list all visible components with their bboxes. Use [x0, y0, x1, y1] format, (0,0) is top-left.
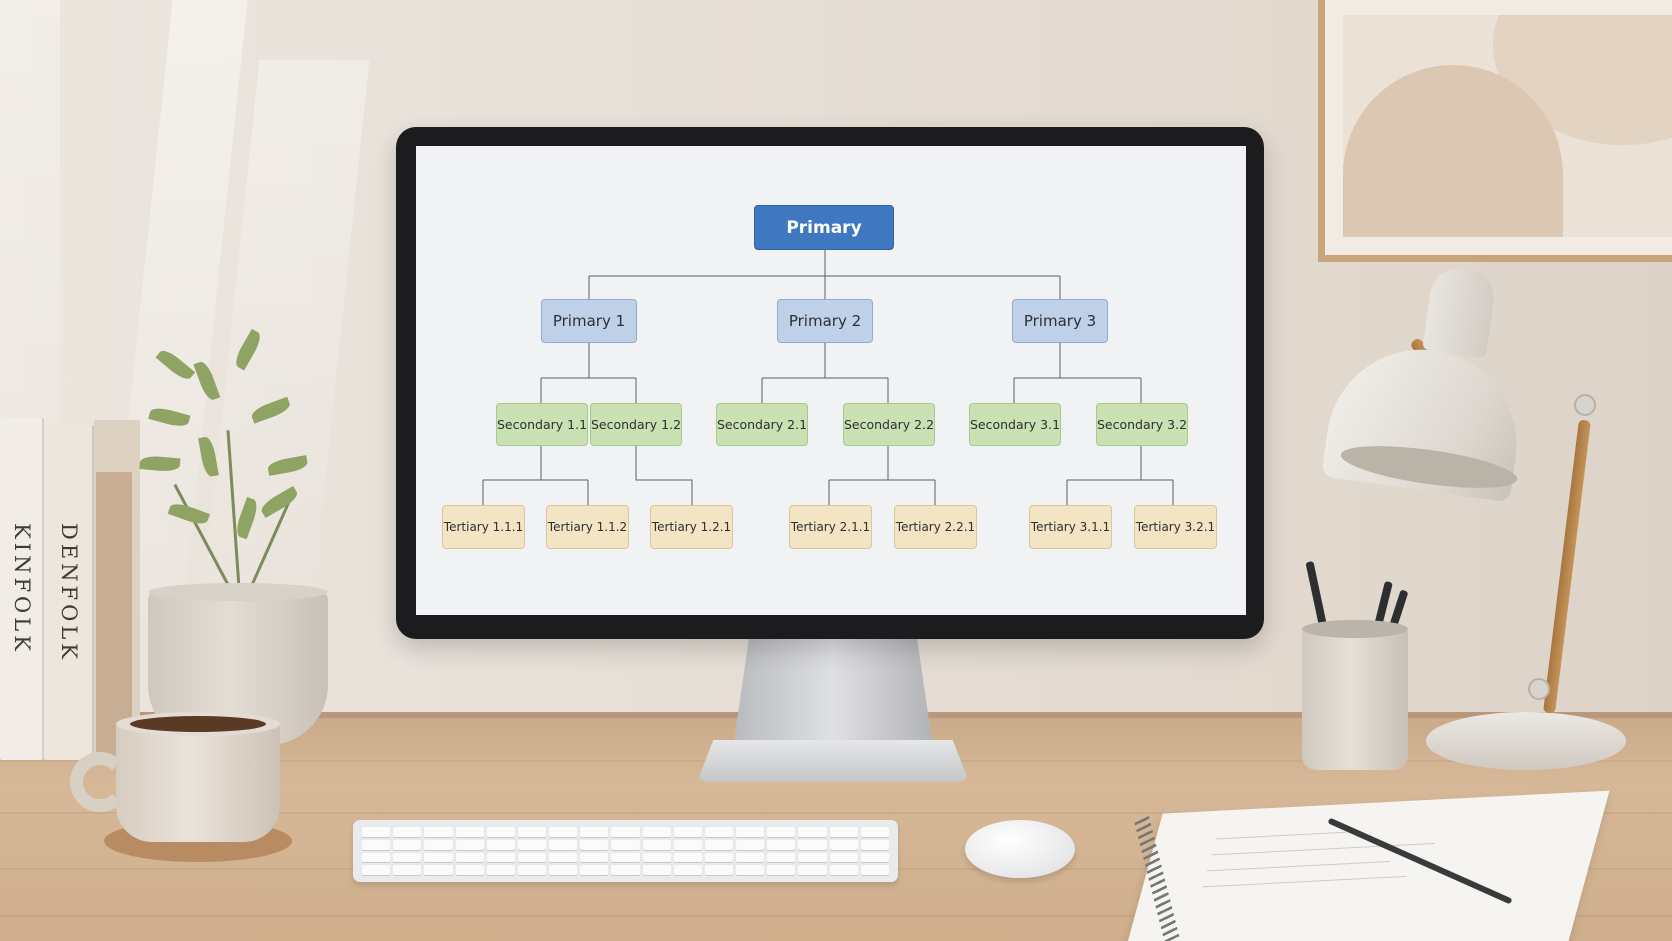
diagram-connectors: [482, 250, 1174, 505]
diagram-node-secondary-2-2[interactable]: Secondary 2.2: [843, 403, 935, 446]
diagram-node-secondary-3-2[interactable]: Secondary 3.2: [1096, 403, 1188, 446]
monitor-stand-base: [697, 740, 969, 782]
diagram-node-tertiary-3-2-1[interactable]: Tertiary 3.2.1: [1134, 505, 1217, 549]
diagram-node-tertiary-3-1-1[interactable]: Tertiary 3.1.1: [1029, 505, 1112, 549]
art-shape: [1343, 65, 1563, 237]
lamp-joint: [1528, 678, 1550, 700]
connector-line: [761, 343, 889, 403]
diagram-node-primary-1[interactable]: Primary 1: [541, 299, 637, 343]
wall-art: [1343, 15, 1672, 237]
diagram-node-root[interactable]: Primary: [754, 205, 894, 250]
book-title: KINFOLK: [10, 523, 34, 655]
diagram-node-primary-3[interactable]: Primary 3: [1012, 299, 1108, 343]
notebook-writing: [1202, 875, 1407, 888]
monitor-screen: Primary Primary 1 Primary 2 Primary 3 Se…: [416, 146, 1246, 615]
connector-line: [635, 446, 693, 505]
notebook-writing: [1215, 831, 1359, 840]
coffee: [130, 716, 266, 732]
coffee-mug: [116, 720, 280, 842]
wood-grain: [0, 915, 1672, 917]
keyboard-keys: [362, 827, 889, 875]
diagram-node-secondary-2-1[interactable]: Secondary 2.1: [716, 403, 808, 446]
connector-line: [482, 446, 589, 505]
diagram-node-tertiary-2-2-1[interactable]: Tertiary 2.2.1: [894, 505, 977, 549]
plant-pot-rim: [148, 583, 328, 601]
diagram-node-tertiary-1-2-1[interactable]: Tertiary 1.2.1: [650, 505, 733, 549]
diagram-node-tertiary-1-1-1[interactable]: Tertiary 1.1.1: [442, 505, 525, 549]
diagram-node-secondary-1-2[interactable]: Secondary 1.2: [590, 403, 682, 446]
pen-cup-rim: [1302, 620, 1408, 638]
diagram-node-primary-2[interactable]: Primary 2: [777, 299, 873, 343]
mouse: [965, 820, 1075, 878]
keyboard: [353, 820, 898, 882]
book: [96, 472, 132, 760]
book: KINFOLK: [0, 418, 44, 760]
connector-line: [1066, 446, 1174, 505]
book: DENFOLK: [44, 425, 94, 760]
lamp-base: [1426, 712, 1626, 770]
notebook: [1120, 790, 1610, 941]
connector-line: [1013, 343, 1142, 403]
diagram-node-secondary-1-1[interactable]: Secondary 1.1: [496, 403, 588, 446]
pen-cup: [1302, 628, 1408, 770]
notebook-writing: [1206, 860, 1391, 872]
diagram-node-tertiary-1-1-2[interactable]: Tertiary 1.1.2: [546, 505, 629, 549]
wood-grain: [0, 812, 1672, 814]
wall-art-frame: [1318, 0, 1672, 262]
lamp-joint: [1574, 394, 1596, 416]
diagram-node-secondary-3-1[interactable]: Secondary 3.1: [969, 403, 1061, 446]
connector-line: [828, 446, 936, 505]
connector-line: [540, 343, 637, 403]
monitor-stand: [733, 638, 933, 748]
book-title: DENFOLK: [57, 522, 81, 663]
diagram-node-tertiary-2-1-1[interactable]: Tertiary 2.1.1: [789, 505, 872, 549]
